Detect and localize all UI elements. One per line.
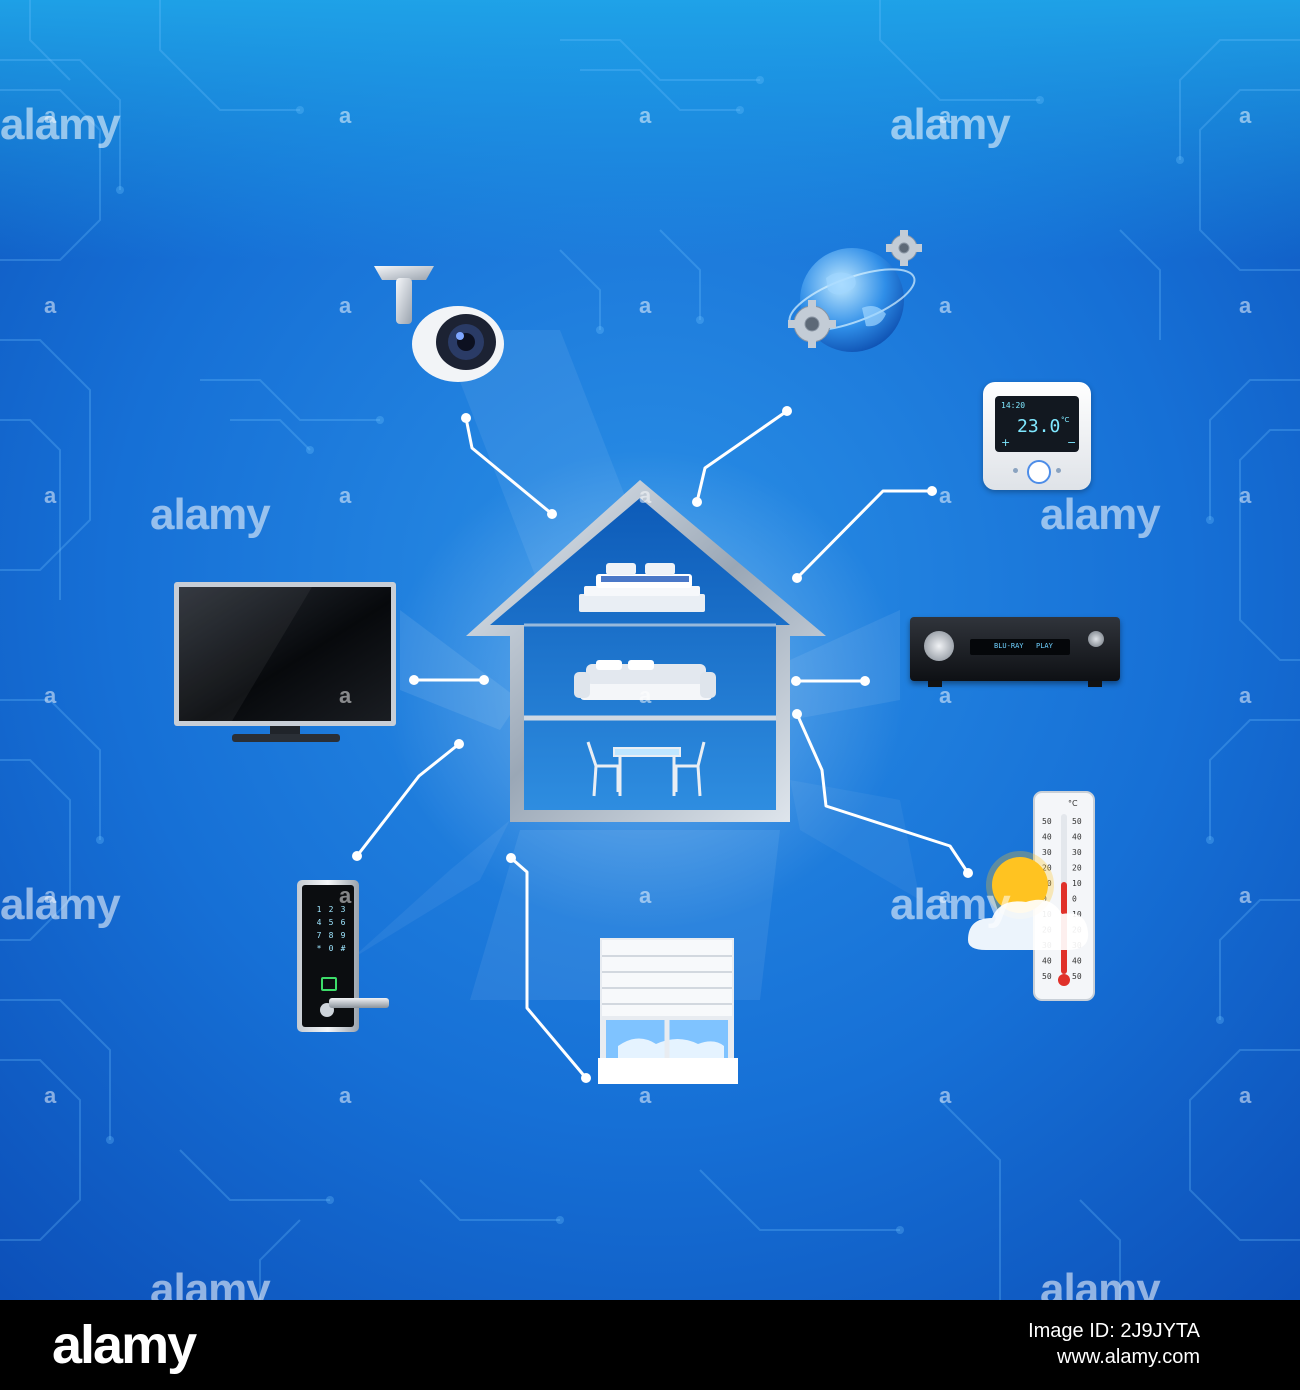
thermostat-dial [1027,460,1051,484]
thermostat-minus: − [1067,436,1077,449]
keypad-key: * [316,944,322,953]
thermostat: 14:20 23.0 °C + − [983,382,1091,490]
keypad-key: 1 [316,905,322,914]
keypad-key: 2 [328,905,334,914]
circuit-pattern [0,0,1300,1300]
media-player-button [1088,631,1104,647]
television-icon [174,582,396,742]
keypad-key: 0 [328,944,334,953]
footer-bar: alamy Image ID: 2J9JYTA www.alamy.com [0,1300,1300,1390]
thermometer-weather-icon: 504030201001020304050 504030201001020304… [968,791,1095,1001]
thermostat-dot-right [1056,468,1061,473]
thermometer-left-tick: 40 [1042,957,1052,966]
connection-wires [355,409,970,1079]
thermostat-screen: 14:20 23.0 °C + − [995,396,1079,452]
thermometer-right-tick: 10 [1072,910,1082,919]
media-player-foot-left [928,681,942,687]
thermometer-left-tick: 0 [1042,895,1047,904]
thermostat-time: 14:20 [1001,401,1026,410]
dining-table-icon [586,741,706,797]
site-url: www.alamy.com [1057,1346,1200,1368]
door-handle [329,998,389,1008]
media-player-foot-right [1088,681,1102,687]
bed-icon [579,563,705,612]
thermometer-right-tick: 50 [1072,817,1082,826]
media-player-display: BLU-RAY PLAY [970,639,1070,655]
thermometer-right-tick: 30 [1072,848,1082,857]
keypad-key: # [340,944,346,953]
smart-home-scene: 14:20 23.0 °C + − [0,0,1300,1300]
media-player: BLU-RAY PLAY [910,617,1120,687]
keypad-key: 4 [316,918,322,927]
thermometer-left-tick: 30 [1042,848,1052,857]
thermostat-temperature: 23.0 [1017,416,1061,437]
thermometer-right-tick: 20 [1072,864,1082,873]
thermometer-left-tick: 50 [1042,972,1052,981]
media-player-label-0: BLU-RAY [994,642,1024,650]
thermometer-right-tick: 40 [1072,957,1082,966]
thermometer-left-tick: 20 [1042,864,1052,873]
image-id: Image ID: 2J9JYTA [1028,1320,1200,1342]
thermometer-right-tick: 40 [1072,833,1082,842]
keypad-key: 8 [328,931,334,940]
globe-network-icon [788,230,922,352]
footer-logo: alamy [52,1315,197,1375]
thermometer-right-tick: 0 [1072,895,1077,904]
keypad-key: 7 [316,931,322,940]
media-player-label-1: PLAY [1036,642,1053,650]
thermometer-left-tick: 40 [1042,833,1052,842]
thermostat-unit: °C [1061,416,1070,424]
keypad-key: 9 [340,931,346,940]
thermostat-plus: + [1001,436,1011,449]
keypad-key: 6 [340,918,346,927]
thermometer-right-tick: 50 [1072,972,1082,981]
media-player-knob [924,631,954,661]
house-outline [466,480,826,822]
keypad-key: 5 [328,918,334,927]
unlock-icon [321,977,337,991]
thermometer-unit: °C [1068,799,1078,808]
keypad-key: 3 [340,905,346,914]
security-camera-icon [374,266,504,382]
thermostat-dot-left [1013,468,1018,473]
window-blinds-icon [598,938,738,1084]
thermometer-right-tick: 10 [1072,879,1082,888]
thermometer-left-tick: 50 [1042,817,1052,826]
sofa-icon [574,660,716,700]
